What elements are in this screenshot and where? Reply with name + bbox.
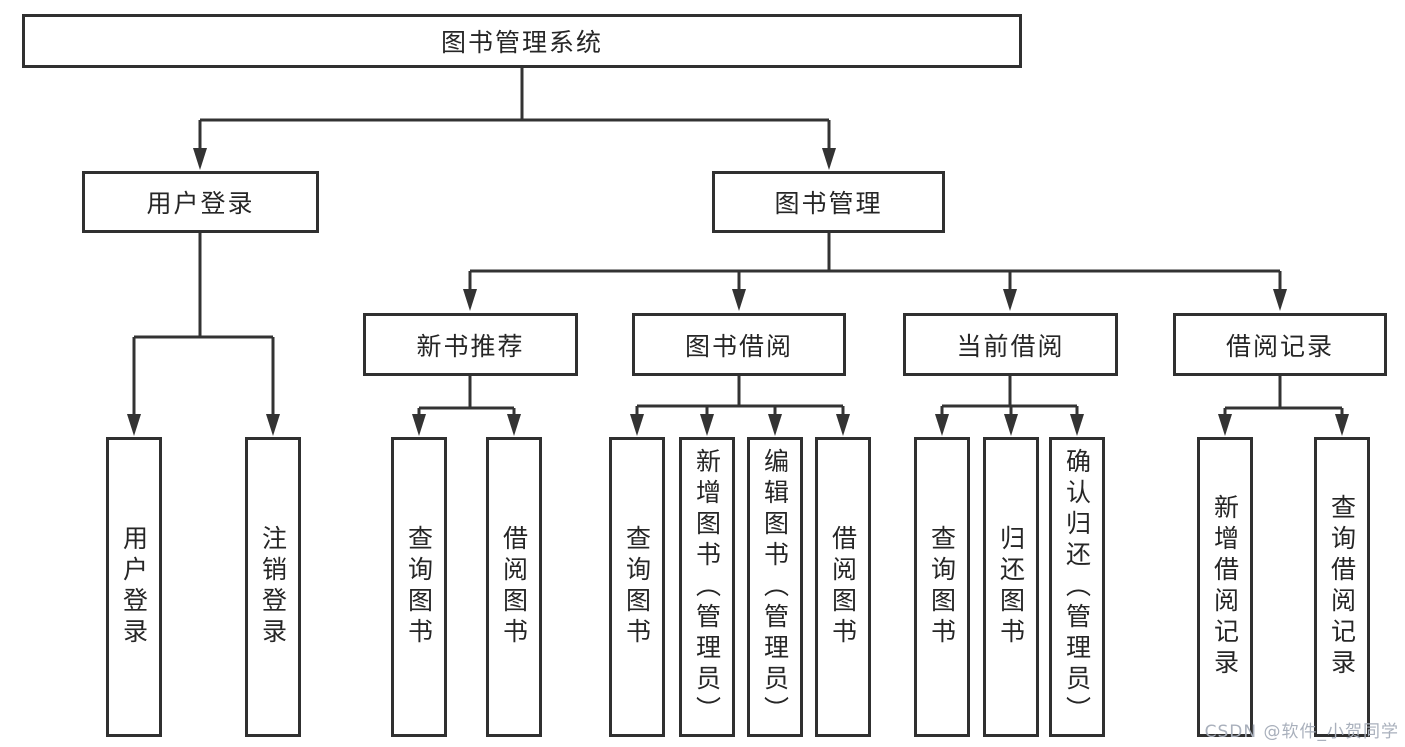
arrowhead-icon bbox=[193, 148, 207, 170]
node-label: 查询图书 bbox=[404, 525, 434, 649]
node-label: 新书推荐 bbox=[416, 331, 525, 361]
leaf-current-query-books: 查询图书 bbox=[914, 437, 970, 737]
node-label: 编辑图书（管理员） bbox=[760, 447, 790, 727]
arrowhead-icon bbox=[768, 414, 782, 436]
arrowheads bbox=[127, 148, 1349, 436]
node-label: 当前借阅 bbox=[956, 331, 1065, 361]
leaf-borrowing-borrow-books: 借阅图书 bbox=[815, 437, 871, 737]
arrowhead-icon bbox=[700, 414, 714, 436]
arrowhead-icon bbox=[1335, 414, 1349, 436]
arrowhead-icon bbox=[822, 148, 836, 170]
arrowhead-icon bbox=[935, 414, 949, 436]
node-label: 查询图书 bbox=[622, 525, 652, 649]
node-label: 用户登录 bbox=[119, 525, 149, 649]
watermark: CSDN @软件_小贺同学 bbox=[1204, 722, 1399, 742]
arrowhead-icon bbox=[266, 414, 280, 436]
arrowhead-icon bbox=[127, 414, 141, 436]
node-label: 借阅记录 bbox=[1225, 331, 1334, 361]
leaf-logout: 注销登录 bbox=[245, 437, 301, 737]
leaf-borrowing-query-books: 查询图书 bbox=[609, 437, 665, 737]
leaf-borrowing-add-books-admin: 新增图书（管理员） bbox=[679, 437, 735, 737]
node-group-new-books: 新书推荐 bbox=[363, 313, 578, 376]
node-label: 查询图书 bbox=[927, 525, 957, 649]
leaf-borrowing-edit-books-admin: 编辑图书（管理员） bbox=[747, 437, 803, 737]
node-library-system: 图书管理系统 bbox=[22, 14, 1022, 68]
arrowhead-icon bbox=[463, 289, 477, 311]
arrowhead-icon bbox=[412, 414, 426, 436]
leaf-current-return-books: 归还图书 bbox=[983, 437, 1039, 737]
leaf-newbooks-query-books: 查询图书 bbox=[391, 437, 447, 737]
arrowhead-icon bbox=[836, 414, 850, 436]
leaf-current-confirm-return-admin: 确认归还（管理员） bbox=[1049, 437, 1105, 737]
arrowhead-icon bbox=[732, 289, 746, 311]
arrowhead-icon bbox=[507, 414, 521, 436]
connector-path bbox=[132, 68, 1344, 417]
leaf-records-query-record: 查询借阅记录 bbox=[1314, 437, 1370, 737]
node-label: 新增借阅记录 bbox=[1210, 494, 1240, 680]
node-label: 新增图书（管理员） bbox=[692, 447, 722, 727]
node-label: 查询借阅记录 bbox=[1327, 494, 1357, 680]
arrowhead-icon bbox=[1273, 289, 1287, 311]
leaf-newbooks-borrow-books: 借阅图书 bbox=[486, 437, 542, 737]
node-group-borrowing-records: 借阅记录 bbox=[1173, 313, 1387, 376]
node-label: 借阅图书 bbox=[828, 525, 858, 649]
arrowhead-icon bbox=[630, 414, 644, 436]
leaf-records-add-record: 新增借阅记录 bbox=[1197, 437, 1253, 737]
node-book-management-branch: 图书管理 bbox=[712, 171, 945, 233]
node-label: 图书管理 bbox=[774, 189, 883, 218]
node-group-current-borrowing: 当前借阅 bbox=[903, 313, 1118, 376]
arrowhead-icon bbox=[1218, 414, 1232, 436]
arrowhead-icon bbox=[1004, 414, 1018, 436]
arrowhead-icon bbox=[1003, 289, 1017, 311]
node-label: 图书管理系统 bbox=[440, 28, 603, 57]
node-user-login-branch: 用户登录 bbox=[82, 171, 319, 233]
node-group-book-borrowing: 图书借阅 bbox=[632, 313, 846, 376]
node-label: 借阅图书 bbox=[499, 525, 529, 649]
node-label: 用户登录 bbox=[146, 189, 255, 218]
node-label: 注销登录 bbox=[258, 525, 288, 649]
leaf-user-login: 用户登录 bbox=[106, 437, 162, 737]
node-label: 确认归还（管理员） bbox=[1062, 447, 1092, 727]
node-label: 图书借阅 bbox=[684, 331, 793, 361]
node-label: 归还图书 bbox=[996, 525, 1026, 649]
arrowhead-icon bbox=[1070, 414, 1084, 436]
